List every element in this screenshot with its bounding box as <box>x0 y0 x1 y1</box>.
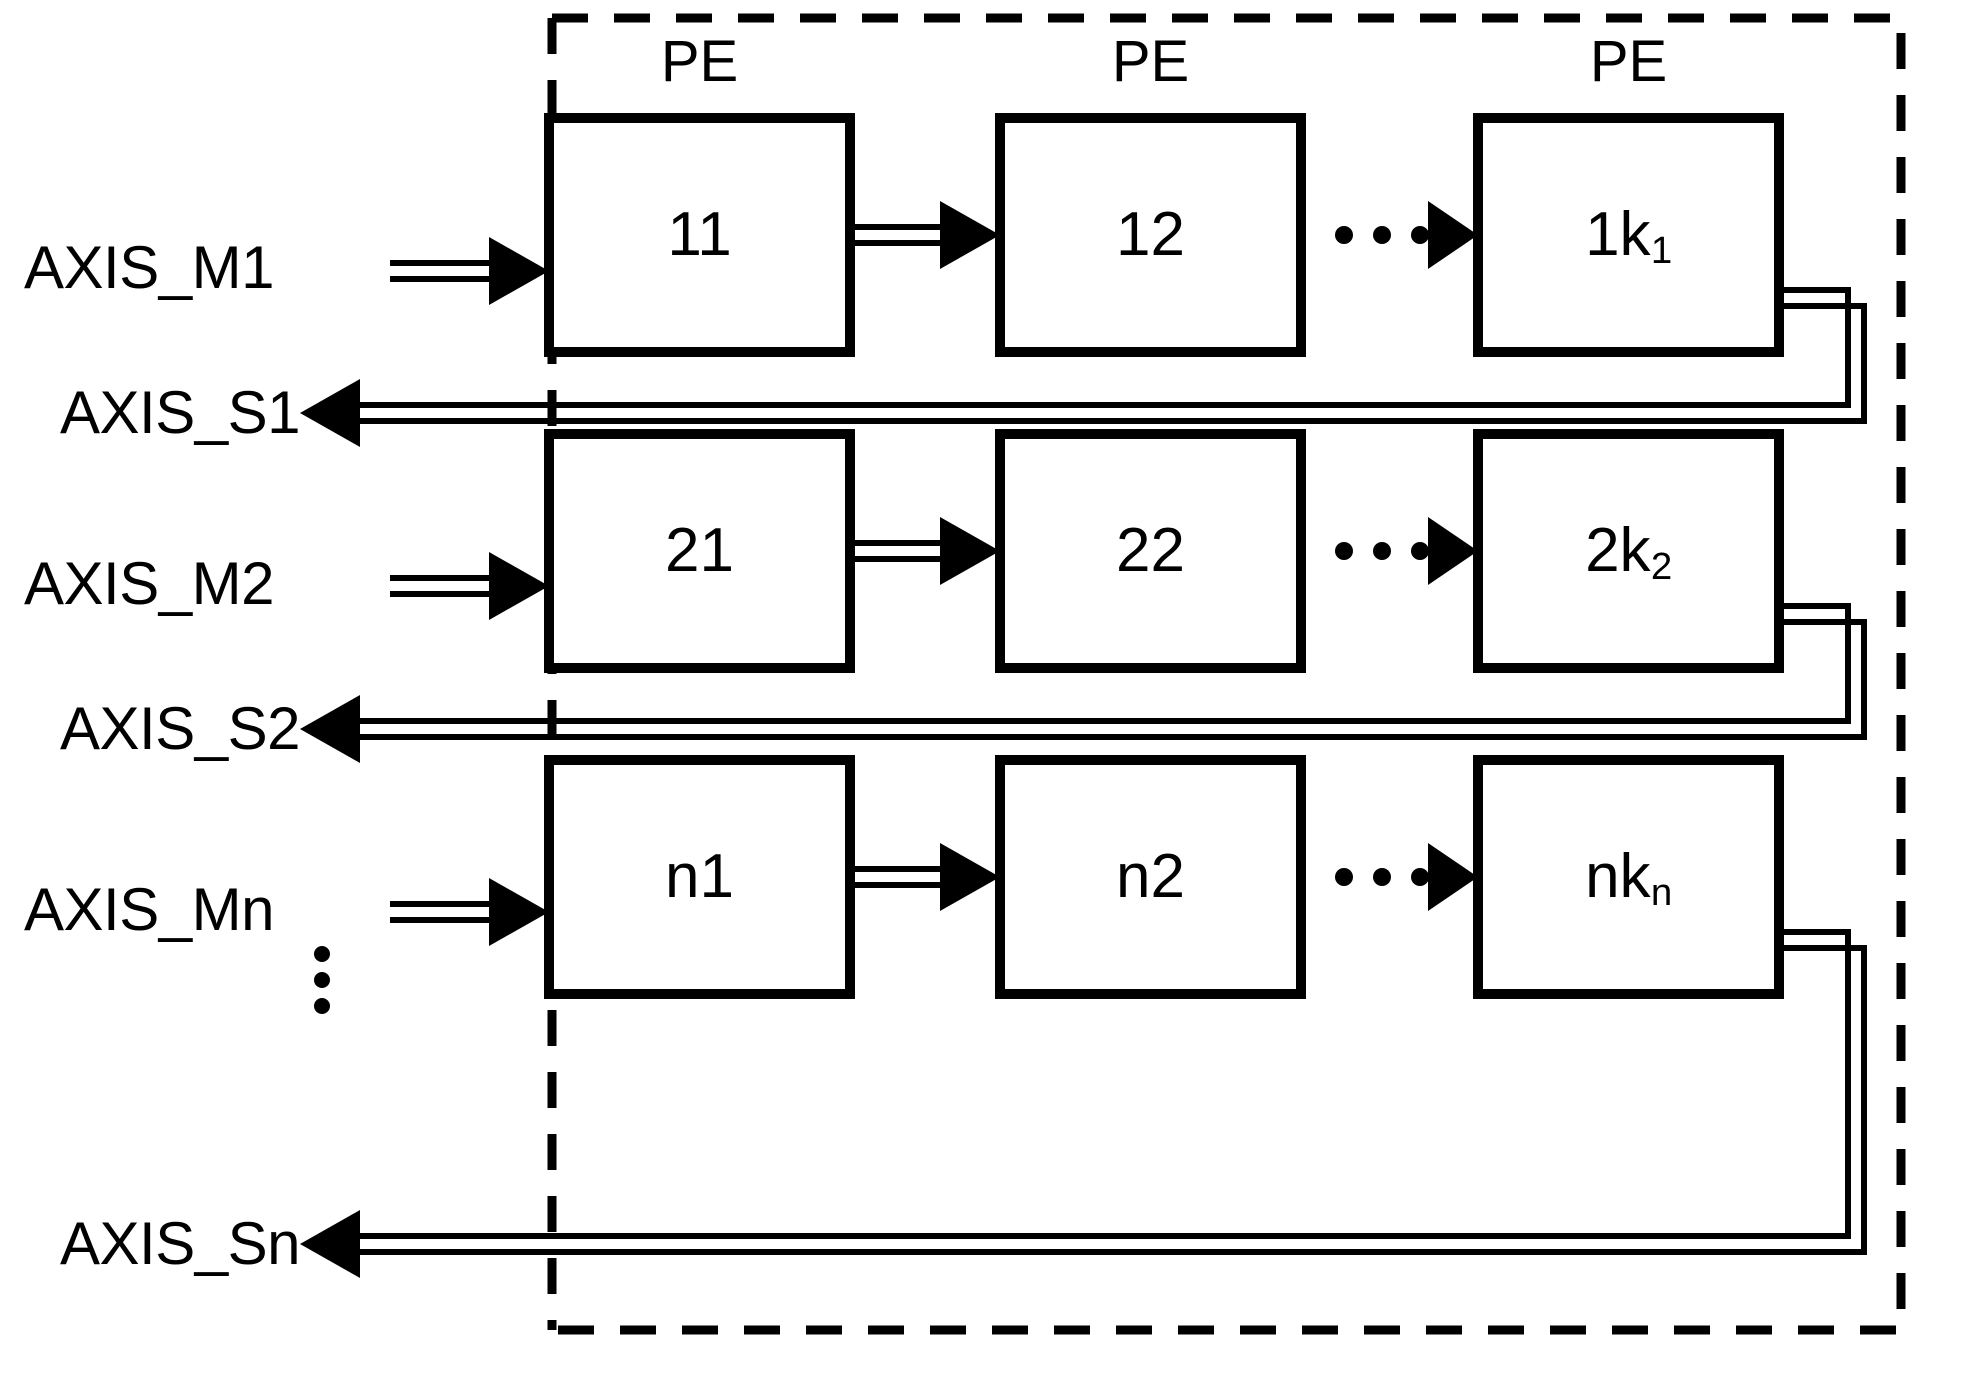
axis-master-label-row-2: AXIS_M2 <box>24 550 274 617</box>
vertical-ellipsis-icon <box>300 938 344 1022</box>
axis-mn-arrow <box>390 878 549 946</box>
return-path-row-1 <box>300 287 1867 447</box>
pe-box-22 <box>995 429 1306 673</box>
return-path-row-n <box>300 929 1867 1278</box>
pe-label-12: 12 <box>1116 200 1185 269</box>
pe-label-21: 21 <box>665 516 734 585</box>
link-n1-n2 <box>850 843 1000 911</box>
pe-caption-col-3: PE <box>1589 29 1668 94</box>
axis-slave-label-row-1: AXIS_S1 <box>60 379 301 446</box>
link-21-22 <box>850 517 1000 585</box>
row-1-group <box>300 113 1867 447</box>
link-n2-nk-dotted <box>1335 843 1478 911</box>
link-11-12 <box>850 201 1000 269</box>
pe-box-2k <box>1473 429 1784 673</box>
pe-box-12 <box>995 113 1306 357</box>
link-22-2k-dotted <box>1335 517 1478 585</box>
axis-m2-arrow <box>390 552 549 620</box>
pe-label-2k: 2k2 <box>1585 516 1673 589</box>
row-n-group <box>300 755 1867 1278</box>
axis-m1-arrow <box>390 237 549 305</box>
axis-slave-label-row-2: AXIS_S2 <box>60 695 301 762</box>
axis-master-label-row-1: AXIS_M1 <box>24 234 274 301</box>
pe-box-11 <box>544 113 855 357</box>
pe-label-1k: 1k1 <box>1585 200 1673 273</box>
pe-box-21 <box>544 429 855 673</box>
pe-caption-col-2: PE <box>1111 29 1190 94</box>
pe-label-11: 11 <box>667 200 732 269</box>
axis-slave-label-row-n: AXIS_Sn <box>60 1210 301 1277</box>
pe-label-22: 22 <box>1116 516 1185 585</box>
pe-box-n1 <box>544 755 855 999</box>
pe-label-n2: n2 <box>1116 842 1185 911</box>
pe-label-n1: n1 <box>665 842 734 911</box>
axis-master-label-row-n: AXIS_Mn <box>24 876 274 943</box>
return-path-row-2 <box>300 603 1867 763</box>
pe-caption-col-1: PE <box>660 29 739 94</box>
row-2-group <box>300 429 1867 763</box>
pe-label-nk: nkn <box>1585 842 1673 915</box>
link-12-1k-dotted <box>1335 201 1478 269</box>
